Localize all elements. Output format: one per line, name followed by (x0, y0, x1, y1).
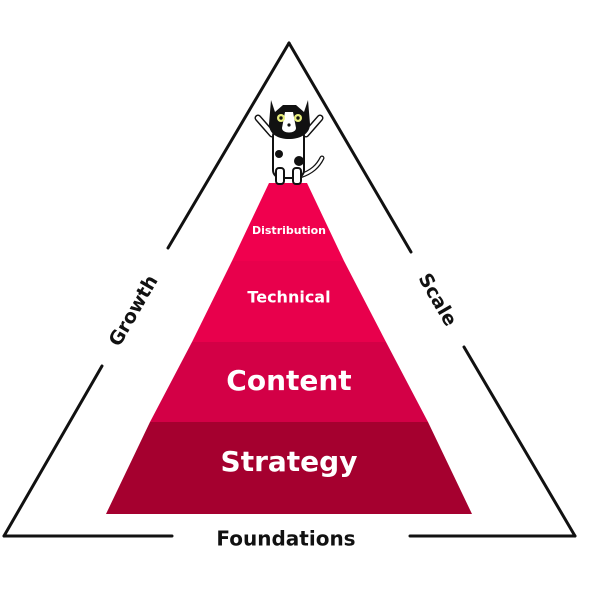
foundations-label: Foundations (216, 527, 355, 551)
tier-strategy-shape (106, 422, 472, 514)
growth-label: Growth (104, 271, 162, 350)
outer-edge-left-bottom (2, 364, 104, 538)
tier-technical-label: Technical (247, 288, 330, 307)
tier-strategy-label: Strategy (221, 445, 358, 478)
cat-icon (254, 100, 325, 185)
outer-edge-left-top (166, 41, 291, 250)
tier-technical-shape (192, 261, 386, 342)
tier-distribution-shape (232, 183, 344, 261)
outer-triangle (2, 41, 577, 538)
outer-edge-right-bottom (462, 345, 577, 538)
tier-content-label: Content (226, 364, 351, 397)
tier-content-shape (150, 342, 428, 422)
outer-edge-right-top (287, 41, 413, 254)
inner-pyramid (106, 183, 472, 514)
scale-label: Scale (414, 269, 462, 330)
tier-distribution-label: Distribution (252, 224, 326, 237)
